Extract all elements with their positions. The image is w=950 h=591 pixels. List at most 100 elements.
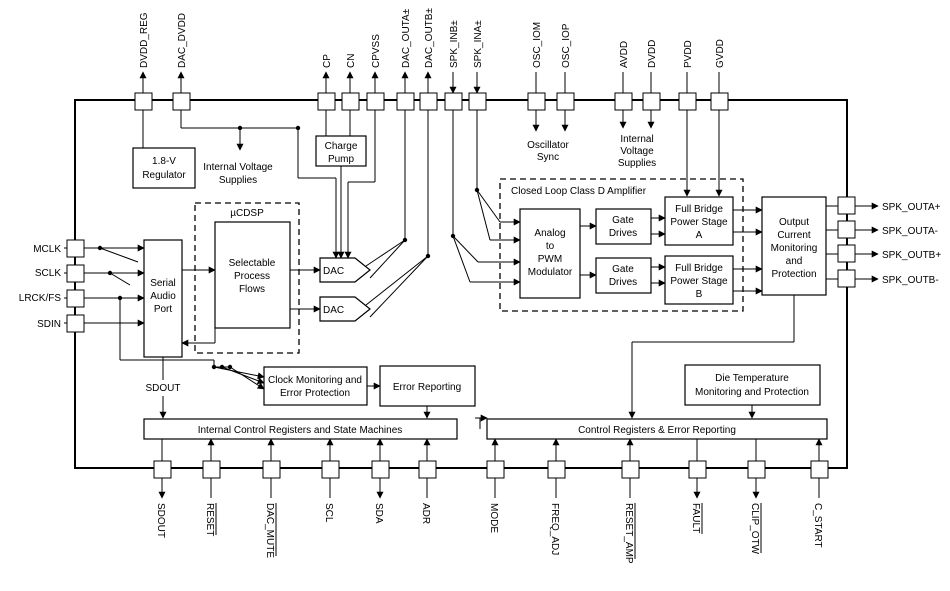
pin-label-scl: SCL <box>323 503 334 523</box>
pin-label-cpvss: CPVSS <box>371 34 382 68</box>
top-pins: DVDD_REG DAC_DVDD CP CN CPVSS DAC_OUTA± … <box>134 8 729 111</box>
process-flows-label-1: Selectable <box>229 258 276 269</box>
pin-sdout[interactable] <box>153 460 172 479</box>
pin-label-adr: ADR <box>420 503 431 524</box>
class-d-group <box>499 178 744 312</box>
pin-label-sclk: SCLK <box>35 268 61 279</box>
modulator-block <box>519 208 581 299</box>
pin-fault[interactable] <box>688 460 707 479</box>
die-temp-block <box>684 364 821 406</box>
pin-cn[interactable] <box>341 92 360 111</box>
pin-pvdd[interactable] <box>678 92 697 111</box>
pin-clip-otw[interactable] <box>747 460 766 479</box>
internal-supplies-right-2: Voltage <box>620 146 654 157</box>
output-monitor-block <box>761 196 827 296</box>
pin-label-dac-mute: DAC_MUTE <box>264 503 275 558</box>
pin-cpvss[interactable] <box>366 92 385 111</box>
pin-label-reset: RESET <box>204 503 215 536</box>
pin-spk-inb[interactable] <box>444 92 463 111</box>
pin-label-dac-outb: DAC_OUTB± <box>424 8 435 68</box>
pin-label-reset-amp: RESET_AMP <box>623 503 634 564</box>
pin-adr[interactable] <box>418 460 437 479</box>
pin-dac-mute[interactable] <box>262 460 281 479</box>
gate-drives-b-label-1: Gate <box>612 264 634 275</box>
modulator-label-4: Modulator <box>528 267 573 278</box>
pin-spk-outb-n[interactable] <box>837 269 856 288</box>
pin-cp[interactable] <box>317 92 336 111</box>
pin-label-spk-outb-p: SPK_OUTB+ <box>882 250 941 261</box>
power-stage-b-label-1: Full Bridge <box>675 263 723 274</box>
clock-monitor-label-1: Clock Monitoring and <box>268 375 362 386</box>
dac-a-label: DAC <box>323 266 344 277</box>
pin-dvdd-reg[interactable] <box>134 92 153 111</box>
output-monitor-label-3: Monitoring <box>771 243 818 254</box>
charge-pump-label-1: Charge <box>325 141 358 152</box>
pin-label-spk-ina: SPK_INA± <box>473 20 484 68</box>
pin-reset[interactable] <box>202 460 221 479</box>
error-reporting-label: Error Reporting <box>393 382 461 393</box>
pin-sclk[interactable] <box>66 264 85 283</box>
clock-monitor-block <box>263 366 368 406</box>
pin-spk-outb-p[interactable] <box>837 244 856 263</box>
pin-label-cn: CN <box>346 54 357 68</box>
dac-b: DAC <box>319 296 371 322</box>
pin-spk-ina[interactable] <box>468 92 487 111</box>
pin-avdd[interactable] <box>614 92 633 111</box>
pin-spk-outa-n[interactable] <box>837 220 856 239</box>
output-monitor-label-4: and <box>786 256 803 267</box>
pin-sda[interactable] <box>371 460 390 479</box>
die-temp-label-1: Die Temperature <box>715 373 789 384</box>
pin-mode[interactable] <box>486 460 505 479</box>
pin-spk-outa-p[interactable] <box>837 196 856 215</box>
output-monitor-label-5: Protection <box>771 269 816 280</box>
pin-label-pvdd: PVDD <box>683 40 694 68</box>
pin-c-start[interactable] <box>810 460 829 479</box>
gate-drives-a-label-2: Drives <box>609 228 637 239</box>
dac-b-label: DAC <box>323 305 344 316</box>
pin-dac-outb[interactable] <box>419 92 438 111</box>
power-stage-a-block <box>664 196 734 246</box>
pin-freq-adj[interactable] <box>547 460 566 479</box>
output-monitor-label-2: Current <box>777 230 811 241</box>
pin-mclk[interactable] <box>66 239 85 258</box>
serial-audio-port-label-3: Port <box>154 304 173 315</box>
pin-scl[interactable] <box>321 460 340 479</box>
pin-label-cp: CP <box>322 54 333 68</box>
output-monitor-label-1: Output <box>779 217 809 228</box>
pin-lrck[interactable] <box>66 289 85 308</box>
power-stage-b-block <box>664 255 734 305</box>
pin-label-spk-outa-n: SPK_OUTA- <box>882 226 938 237</box>
modulator-label-2: to <box>546 241 555 252</box>
pin-dvdd[interactable] <box>642 92 661 111</box>
serial-audio-port-label-2: Audio <box>150 291 176 302</box>
internal-supplies-left-1: Internal Voltage <box>203 162 273 173</box>
process-flows-block <box>214 221 291 329</box>
power-stage-a-label-1: Full Bridge <box>675 204 723 215</box>
pin-reset-amp[interactable] <box>621 460 640 479</box>
serial-audio-port-block <box>143 239 183 358</box>
pin-label-dvdd-reg: DVDD_REG <box>139 12 150 68</box>
power-stage-a-label-2: Power Stage <box>670 217 728 228</box>
right-pins: SPK_OUTA+ SPK_OUTA- SPK_OUTB+ SPK_OUTB- <box>826 196 941 288</box>
regulator-block <box>132 147 196 189</box>
ucdsp-label: µCDSP <box>230 208 264 219</box>
pin-label-dvdd: DVDD <box>647 40 658 68</box>
process-flows-label-2: Process <box>234 271 270 282</box>
pin-dac-dvdd[interactable] <box>172 92 191 111</box>
die-temp-label-2: Monitoring and Protection <box>695 387 809 398</box>
pin-label-sdin: SDIN <box>37 319 61 330</box>
sdout-internal-label: SDOUT <box>146 383 181 394</box>
pin-label-fault: FAULT <box>690 503 701 533</box>
modulator-label-3: PWM <box>538 254 562 265</box>
pin-dac-outa[interactable] <box>396 92 415 111</box>
power-stage-b-label-3: B <box>696 289 703 300</box>
pin-sdin[interactable] <box>66 314 85 333</box>
power-stage-b-label-2: Power Stage <box>670 276 728 287</box>
pin-osc-iom[interactable] <box>527 92 546 111</box>
pin-gvdd[interactable] <box>710 92 729 111</box>
pin-label-c-start: C_START <box>812 503 823 548</box>
pin-osc-iop[interactable] <box>556 92 575 111</box>
pin-label-sdout: SDOUT <box>155 503 166 538</box>
modulator-label-1: Analog <box>534 228 565 239</box>
internal-regs-block <box>143 418 458 440</box>
